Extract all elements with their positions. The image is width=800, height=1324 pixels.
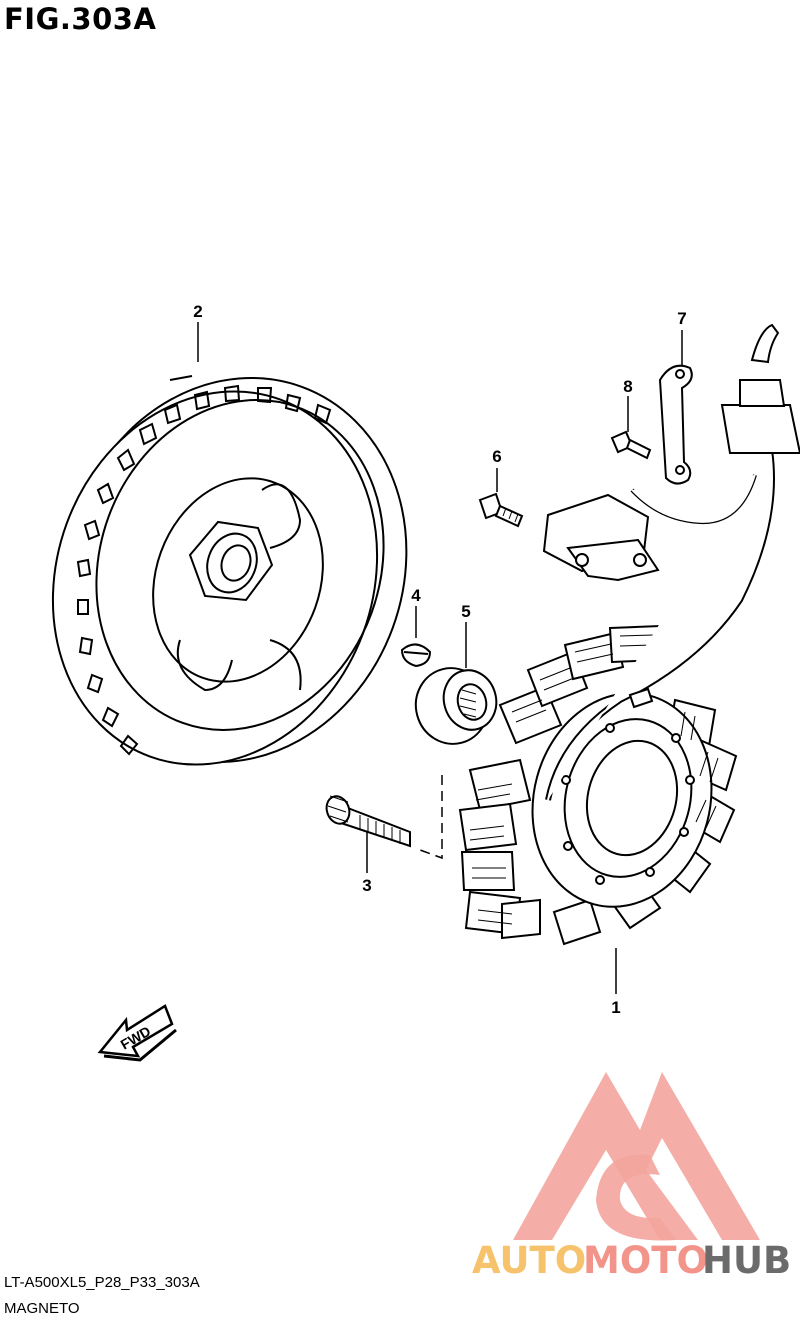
callout-8: 8 <box>623 377 632 396</box>
part-8-screw <box>610 430 652 460</box>
part-2-flywheel-rotor <box>51 375 408 766</box>
callout-2: 2 <box>193 302 202 321</box>
callout-5: 5 <box>461 602 470 621</box>
part-6-screw <box>478 492 524 528</box>
watermark-logo-icon <box>513 1072 760 1241</box>
figure-title: FIG.303A <box>4 2 157 36</box>
callout-1: 1 <box>611 998 620 1017</box>
part-5-spacer <box>414 667 498 745</box>
part-4-key <box>400 643 432 668</box>
part-3-bolt <box>325 795 411 848</box>
leader-lines <box>197 322 683 994</box>
callout-7: 7 <box>677 309 686 328</box>
pickup-coil <box>542 493 660 582</box>
model-code: LT-A500XL5_P28_P33_303A <box>4 1274 200 1291</box>
watermark-moto: MOTO <box>583 1239 708 1282</box>
fwd-arrow-icon: FWD <box>97 1004 177 1062</box>
part-7-clamp <box>658 364 693 485</box>
callout-3: 3 <box>362 876 371 895</box>
alignment-line <box>419 775 443 860</box>
part-1-stator <box>458 323 800 946</box>
callout-6: 6 <box>492 447 501 466</box>
callout-4: 4 <box>411 586 421 605</box>
watermark-wordmark: AUTO MOTO HUB <box>472 1239 791 1282</box>
watermark-hub: HUB <box>702 1239 791 1282</box>
watermark-auto: AUTO <box>472 1239 586 1282</box>
figure-caption: MAGNETO <box>4 1300 80 1317</box>
callout-labels: 1 2 3 4 5 6 7 8 <box>193 302 686 1017</box>
